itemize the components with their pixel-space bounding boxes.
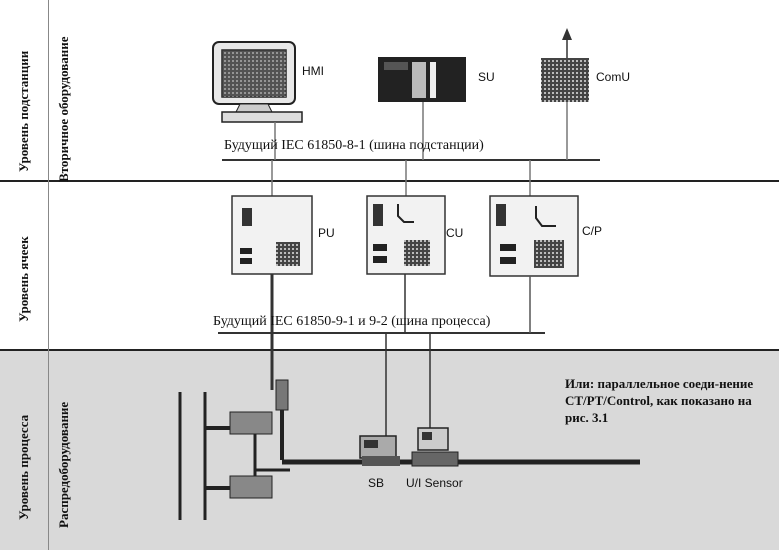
pu-device-icon (231, 195, 313, 275)
sensor-label: U/I Sensor (406, 476, 463, 490)
comu-label: ComU (596, 70, 631, 84)
cu-label: CU (446, 226, 464, 240)
su-label: SU (478, 70, 495, 84)
su-cabinet-icon (378, 57, 466, 102)
sensor-icon (411, 427, 459, 467)
cp-device-icon (489, 195, 579, 277)
level-divider-top (0, 180, 779, 182)
sb-unit-icon (359, 435, 400, 466)
hmi-computer-icon (212, 41, 303, 123)
hmi-label: HMI (302, 64, 324, 78)
switchgear-icon (178, 379, 640, 520)
comu-unit-icon (541, 58, 589, 102)
label-column-divider (48, 0, 49, 550)
cu-device-icon (366, 195, 446, 275)
parallel-connection-note: Или: параллельное соеди-нение CT/PT/Cont… (565, 376, 754, 425)
cp-label: C/P (582, 224, 603, 238)
level-divider-bottom (0, 349, 779, 351)
station-bus-caption: Будущий IEC 61850-8-1 (шина подстанции) (224, 138, 484, 153)
sb-label: SB (368, 476, 385, 490)
pu-label: PU (318, 226, 335, 240)
up-arrow-icon (562, 28, 572, 40)
process-bus-caption: Будущий IEC 61850-9-1 и 9-2 (шина процес… (213, 314, 491, 329)
